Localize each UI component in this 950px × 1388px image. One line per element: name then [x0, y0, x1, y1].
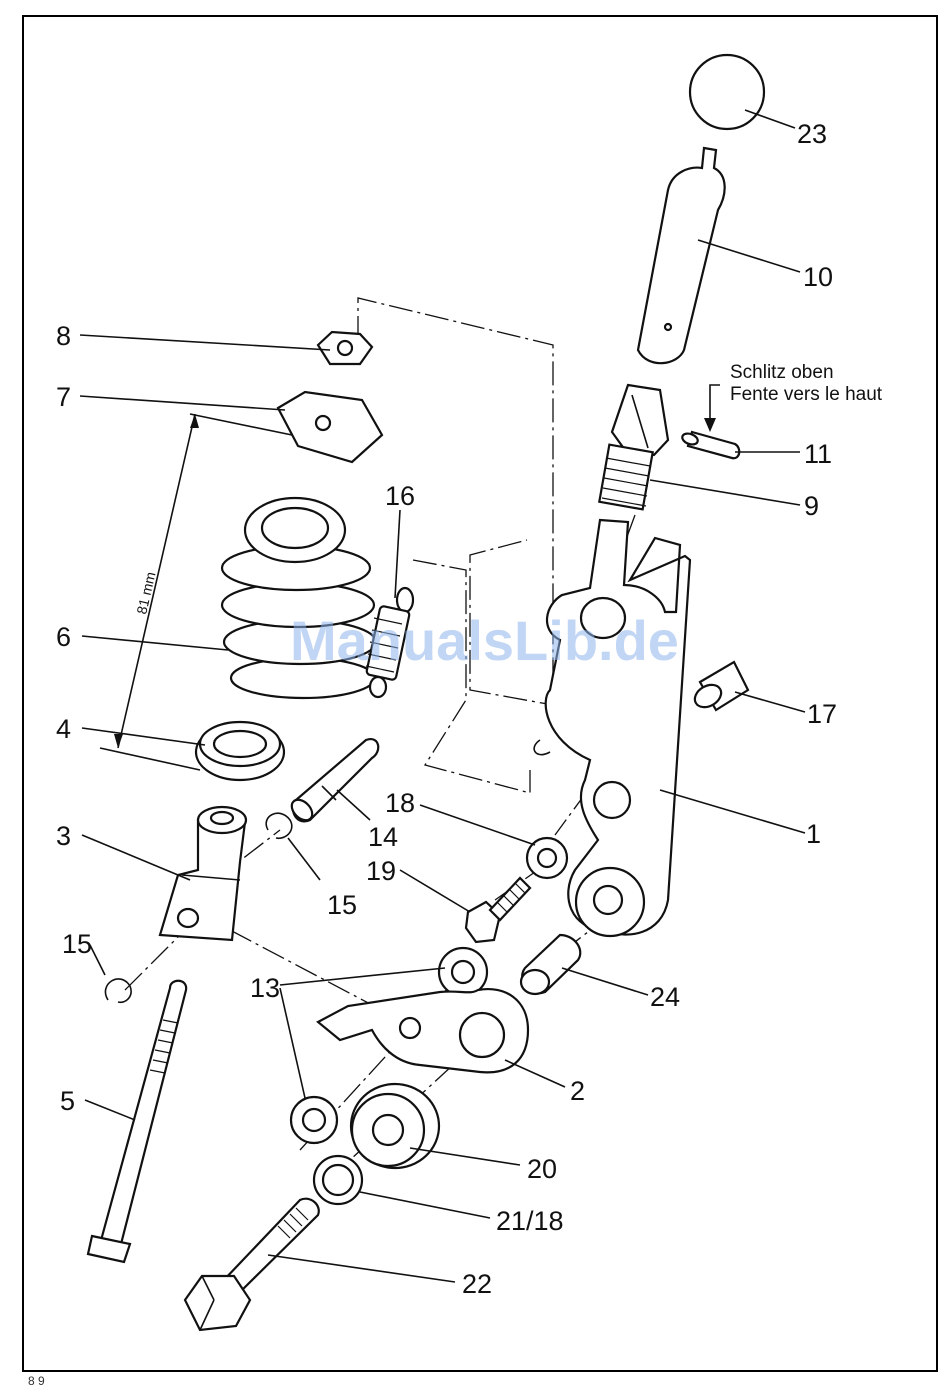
label-13: 13 — [250, 973, 280, 1003]
part-4-washer — [196, 722, 284, 780]
part-10-plate — [638, 148, 725, 363]
label-5: 5 — [60, 1086, 75, 1116]
part-23-disc — [690, 55, 764, 129]
part-19-bolt — [466, 878, 530, 942]
label-16: 16 — [385, 481, 415, 511]
dimension-label: 81 mm — [133, 570, 158, 615]
part-7-plate — [278, 392, 382, 462]
part-22-hex-bolt — [185, 1199, 319, 1330]
part-15-circlip-lower — [105, 979, 131, 1002]
watermark: ManualsLib.de — [290, 609, 679, 672]
label-3: 3 — [56, 821, 71, 851]
label-6: 6 — [56, 622, 71, 652]
part-2-cam-lever — [318, 989, 528, 1072]
slot-note-arrow — [704, 385, 720, 432]
part-11-small-pin — [681, 432, 740, 459]
page-number: 8 9 — [28, 1374, 45, 1388]
label-9: 9 — [804, 491, 819, 521]
part-9-stud — [599, 385, 668, 509]
label-18: 18 — [385, 788, 415, 818]
label-24: 24 — [650, 982, 680, 1012]
part-15-circlip-upper — [266, 813, 292, 838]
label-19: 19 — [366, 856, 396, 886]
label-11: 11 — [804, 439, 832, 469]
label-2: 2 — [570, 1076, 585, 1106]
part-17-sleeve — [691, 662, 748, 712]
label-15-lower: 15 — [62, 929, 92, 959]
label-1: 1 — [806, 819, 821, 849]
part-8-nut — [318, 332, 372, 364]
label-4: 4 — [56, 714, 71, 744]
part-labels: 23 10 8 7 Schlitz oben Fente vers le hau… — [56, 119, 883, 1299]
part-13-washer-lower — [291, 1097, 337, 1143]
label-14: 14 — [368, 822, 398, 852]
label-20: 20 — [527, 1154, 557, 1184]
note-line2: Fente vers le haut — [730, 384, 883, 405]
part-14-pin — [288, 739, 378, 824]
label-21-18: 21/18 — [496, 1206, 564, 1236]
part-24-sleeve — [521, 935, 580, 994]
label-22: 22 — [462, 1269, 492, 1299]
note-line1: Schlitz oben — [730, 362, 834, 383]
label-7: 7 — [56, 382, 71, 412]
part-5-threaded-rod — [88, 981, 186, 1262]
label-15-upper: 15 — [327, 890, 357, 920]
part-21-18-washer — [314, 1156, 362, 1204]
label-17: 17 — [807, 699, 837, 729]
label-10: 10 — [803, 262, 833, 292]
label-23: 23 — [797, 119, 827, 149]
label-8: 8 — [56, 321, 71, 351]
part-20-roller — [351, 1084, 439, 1168]
